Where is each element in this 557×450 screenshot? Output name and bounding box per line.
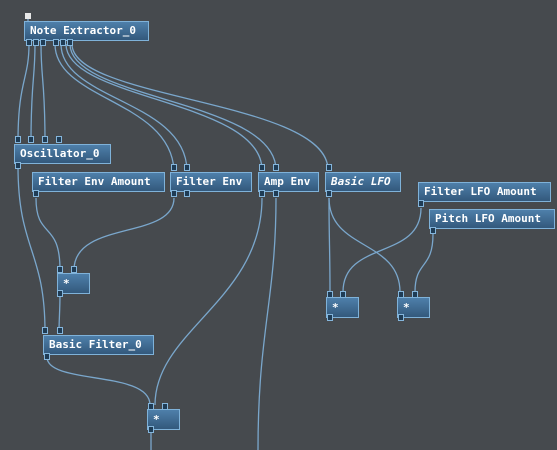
node-label: Filter LFO Amount [424, 185, 537, 198]
node-label: Basic Filter_0 [49, 338, 142, 351]
output-port[interactable] [430, 227, 436, 234]
basic-filter-node[interactable]: Basic Filter_0 [43, 335, 154, 355]
filter-lfo-amount-node[interactable]: Filter LFO Amount [418, 182, 551, 202]
output-port[interactable] [33, 39, 39, 46]
amp-env-node[interactable]: Amp Env [258, 172, 319, 192]
output-port[interactable] [40, 39, 46, 46]
multiply-node[interactable]: * [326, 297, 359, 318]
input-port[interactable] [42, 136, 48, 143]
pitch-lfo-amount-node[interactable]: Pitch LFO Amount [429, 209, 555, 229]
input-port[interactable] [326, 164, 332, 171]
note-extractor-node[interactable]: Note Extractor_0 [24, 21, 149, 41]
output-port[interactable] [398, 314, 404, 321]
node-label: * [153, 413, 160, 426]
node-label: * [63, 277, 70, 290]
node-label: Pitch LFO Amount [435, 212, 541, 225]
output-port[interactable] [53, 39, 59, 46]
node-label: Basic LFO [331, 175, 391, 188]
input-port[interactable] [57, 327, 63, 334]
output-port[interactable] [26, 39, 32, 46]
filter-env-node[interactable]: Filter Env [170, 172, 252, 192]
basic-lfo-node[interactable]: Basic LFO [325, 172, 401, 192]
node-label: Amp Env [264, 175, 311, 188]
wire-handle[interactable] [25, 13, 31, 19]
multiply-node[interactable]: * [57, 273, 90, 294]
node-label: Filter Env Amount [38, 175, 151, 188]
input-port[interactable] [15, 136, 21, 143]
output-port[interactable] [148, 426, 154, 433]
node-label: * [332, 301, 339, 314]
output-port[interactable] [273, 190, 279, 197]
input-port[interactable] [56, 136, 62, 143]
input-port[interactable] [71, 266, 77, 273]
output-port[interactable] [67, 39, 73, 46]
output-port[interactable] [57, 290, 63, 297]
node-label: Oscillator_0 [20, 147, 100, 160]
oscillator-node[interactable]: Oscillator_0 [14, 144, 111, 164]
input-port[interactable] [57, 266, 63, 273]
input-port[interactable] [184, 164, 190, 171]
node-label: * [403, 301, 410, 314]
output-port[interactable] [15, 162, 21, 169]
input-port[interactable] [273, 164, 279, 171]
node-label: Filter Env [176, 175, 243, 188]
output-port[interactable] [171, 190, 177, 197]
input-port[interactable] [259, 164, 265, 171]
input-port[interactable] [28, 136, 34, 143]
output-port[interactable] [44, 353, 50, 360]
input-port[interactable] [171, 164, 177, 171]
node-label: Note Extractor_0 [30, 24, 136, 37]
output-port[interactable] [327, 314, 333, 321]
output-port[interactable] [326, 190, 332, 197]
output-port[interactable] [184, 190, 190, 197]
multiply-node[interactable]: * [147, 409, 180, 430]
input-port[interactable] [42, 327, 48, 334]
output-port[interactable] [60, 39, 66, 46]
multiply-node[interactable]: * [397, 297, 430, 318]
output-port[interactable] [418, 200, 424, 207]
output-port[interactable] [259, 190, 265, 197]
filter-env-amount-node[interactable]: Filter Env Amount [32, 172, 165, 192]
output-port[interactable] [33, 190, 39, 197]
